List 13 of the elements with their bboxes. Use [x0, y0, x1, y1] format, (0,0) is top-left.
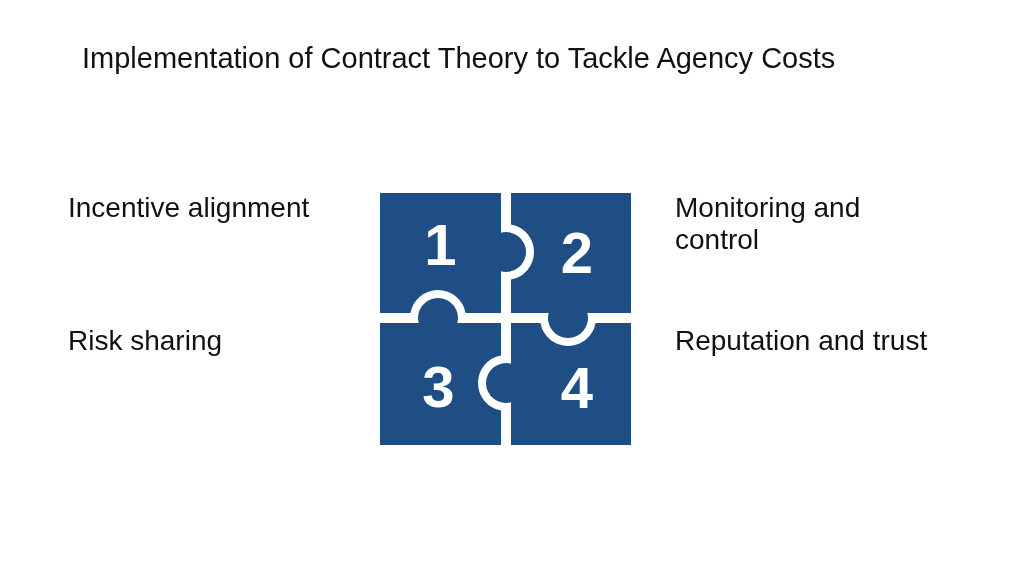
topic-label: Risk sharing: [68, 325, 223, 357]
topic-label: Monitoring and control: [675, 192, 862, 256]
piece-number: 1: [424, 214, 457, 276]
puzzle-piece: [511, 193, 631, 338]
puzzle-piece: [380, 193, 526, 313]
topic-label: Incentive alignment: [68, 192, 310, 224]
topic-label: Reputation and trust: [675, 325, 928, 357]
piece-number: 2: [560, 222, 594, 284]
diagram-title: Implementation of Contract Theory to Tackle Agency Costs: [82, 41, 836, 75]
piece-number: 3: [422, 356, 455, 418]
puzzle-piece: [486, 323, 631, 445]
piece-number: 4: [560, 357, 594, 419]
puzzle-piece: [380, 298, 501, 445]
